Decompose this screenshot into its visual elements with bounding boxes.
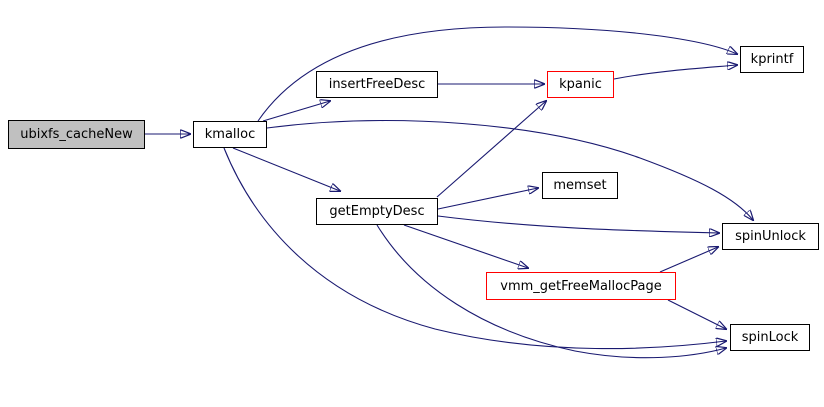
edge-getEmptyDesc-memset <box>437 188 538 210</box>
edge-kmalloc-spinLock <box>223 147 726 350</box>
edge-vmm_getFreeMallocPage-spinUnlock <box>659 247 718 273</box>
edge-getEmptyDesc-spinLock <box>376 224 726 359</box>
node-kprintf[interactable]: kprintf <box>740 46 804 73</box>
node-vmm_getFreeMallocPage[interactable]: vmm_getFreeMallocPage <box>486 272 676 300</box>
node-memset-label: memset <box>553 178 607 193</box>
node-kpanic-label: kpanic <box>559 77 602 92</box>
edge-vmm_getFreeMallocPage-spinLock <box>667 299 726 329</box>
node-kmalloc[interactable]: kmalloc <box>193 121 267 148</box>
edge-kpanic-kprintf <box>613 65 737 80</box>
edge-getEmptyDesc-spinUnlock <box>437 215 719 233</box>
node-getEmptyDesc-label: getEmptyDesc <box>329 204 425 219</box>
node-memset[interactable]: memset <box>542 172 618 199</box>
node-kprintf-label: kprintf <box>750 52 794 67</box>
node-insertFreeDesc[interactable]: insertFreeDesc <box>316 71 438 98</box>
node-kmalloc-label: kmalloc <box>204 127 256 142</box>
edge-kmalloc-spinUnlock <box>266 120 753 220</box>
node-spinLock-label: spinLock <box>741 330 799 345</box>
edge-kmalloc-insertFreeDesc <box>262 101 330 122</box>
node-getEmptyDesc[interactable]: getEmptyDesc <box>316 198 438 225</box>
node-spinUnlock-label: spinUnlock <box>735 229 806 244</box>
node-spinLock[interactable]: spinLock <box>730 324 810 351</box>
edge-kmalloc-kprintf <box>257 26 737 122</box>
node-ubixfs_cacheNew: ubixfs_cacheNew <box>8 120 145 149</box>
edge-getEmptyDesc-kpanic <box>436 101 546 198</box>
edge-kmalloc-getEmptyDesc <box>232 147 340 191</box>
node-vmm_getFreeMallocPage-label: vmm_getFreeMallocPage <box>500 278 662 294</box>
node-insertFreeDesc-label: insertFreeDesc <box>328 77 426 92</box>
node-ubixfs_cacheNew-label: ubixfs_cacheNew <box>20 127 133 142</box>
node-kpanic[interactable]: kpanic <box>547 71 614 98</box>
node-spinUnlock[interactable]: spinUnlock <box>722 223 819 250</box>
edge-getEmptyDesc-vmm_getFreeMallocPage <box>403 224 528 268</box>
